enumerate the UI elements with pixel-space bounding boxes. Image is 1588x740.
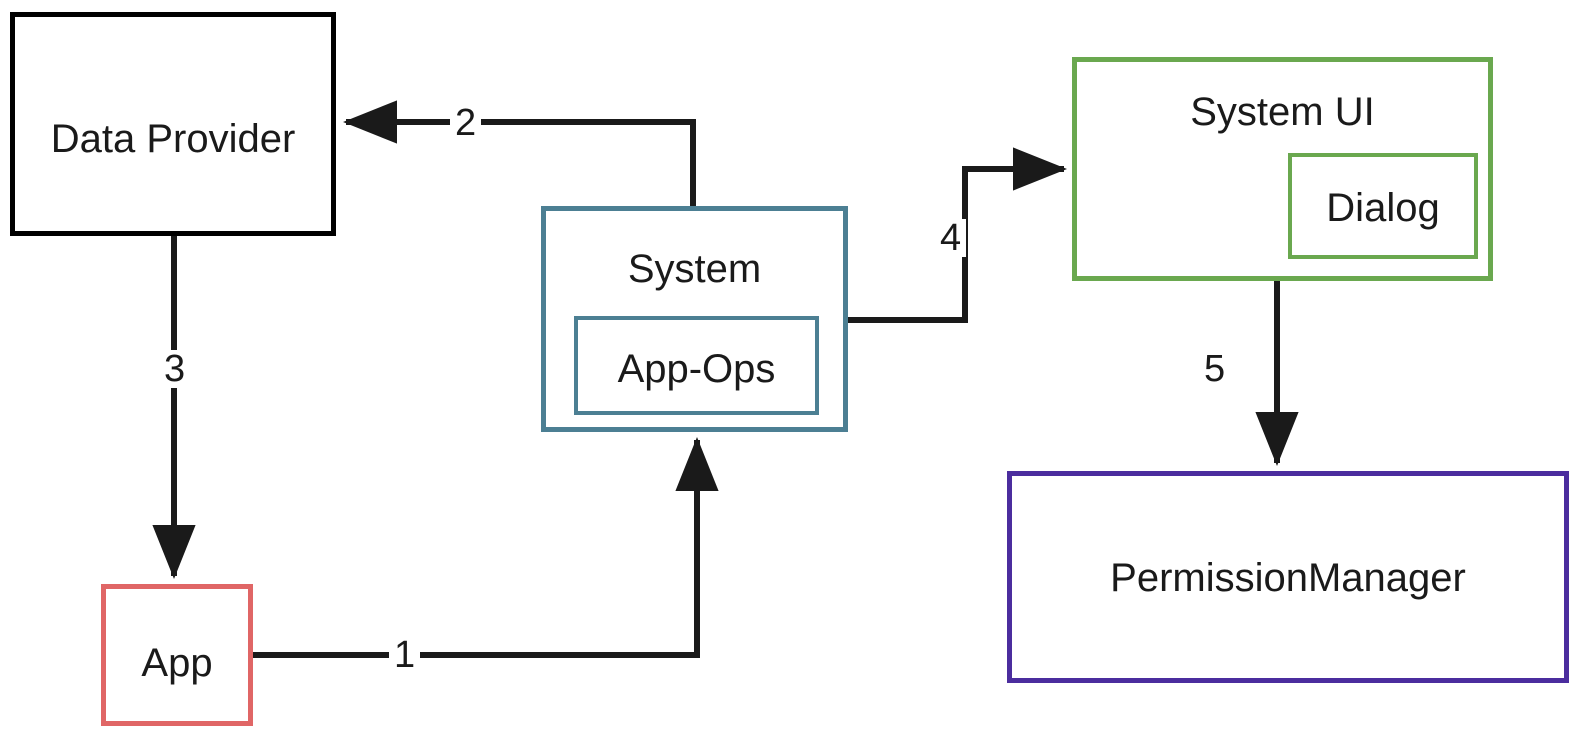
node-permission-manager-label: PermissionManager: [1110, 556, 1466, 600]
edge-label-3: 3: [159, 350, 191, 388]
node-dialog-label: Dialog: [1326, 186, 1440, 230]
node-permission-manager[interactable]: PermissionManager: [1007, 471, 1569, 683]
edge-label-4: 4: [935, 219, 967, 257]
node-app-ops-label: App-Ops: [617, 347, 776, 391]
node-dialog[interactable]: Dialog: [1288, 153, 1478, 259]
node-data-provider[interactable]: Data Provider: [10, 12, 336, 236]
edge-label-1: 1: [389, 636, 421, 674]
node-app[interactable]: App: [101, 584, 253, 726]
node-app-ops[interactable]: App-Ops: [574, 316, 819, 415]
node-system-ui-label: System UI: [1190, 90, 1375, 134]
edge-label-5: 5: [1199, 350, 1231, 388]
node-system-ui[interactable]: System UI Dialog: [1072, 57, 1493, 281]
node-system-label: System: [627, 247, 762, 291]
edge-1-path: [253, 437, 719, 658]
edge-label-2: 2: [450, 104, 482, 142]
node-system[interactable]: System App-Ops: [541, 206, 848, 432]
edge-2-path: [343, 100, 696, 206]
node-app-label: App: [141, 641, 213, 685]
node-data-provider-label: Data Provider: [50, 117, 296, 161]
